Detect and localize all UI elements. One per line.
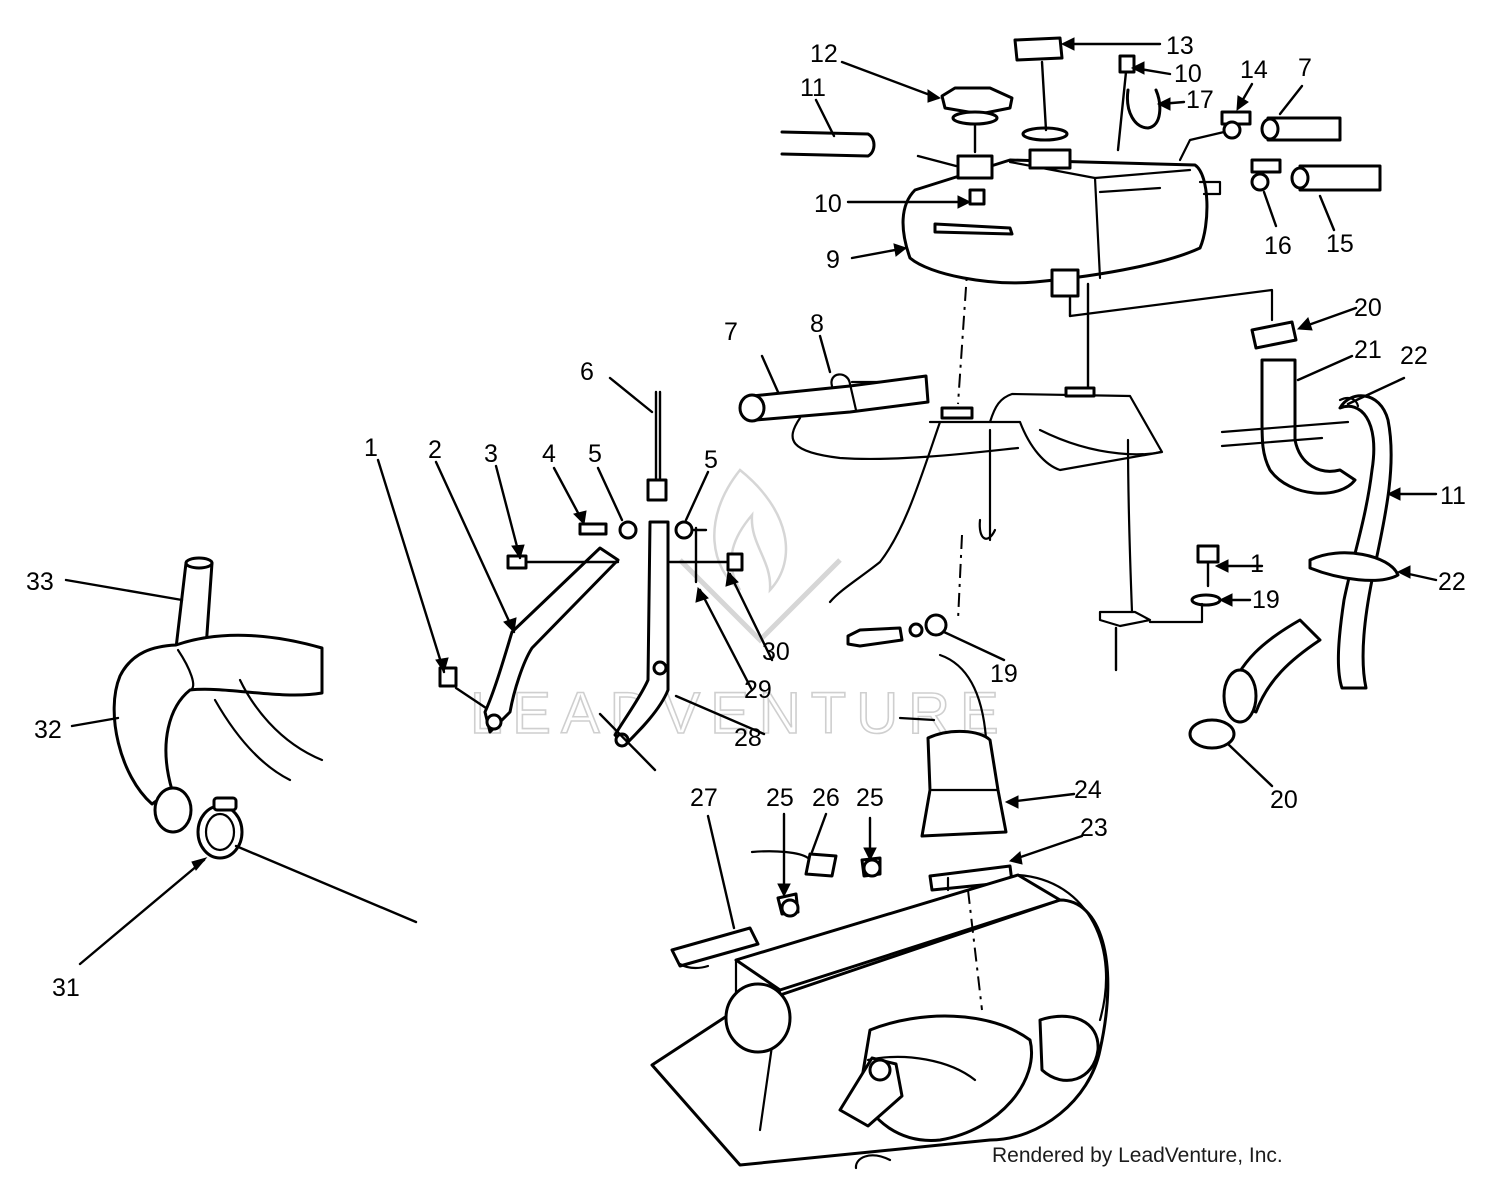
mount-bolt-center xyxy=(846,534,963,648)
hose-11-upper xyxy=(780,130,876,158)
callout-4: 4 xyxy=(542,440,556,468)
callout-6: 6 xyxy=(580,358,594,386)
callout-numbers: 1 1 2 3 4 5 5 6 7 7 8 9 10 10 11 11 12 1… xyxy=(26,32,1466,1002)
hose-assembly-32-33 xyxy=(112,556,418,924)
callout-20b: 20 xyxy=(1270,786,1298,814)
bracket-assembly xyxy=(438,390,744,772)
callout-13: 13 xyxy=(1166,32,1194,60)
callout-28: 28 xyxy=(734,724,762,752)
clamp-17 xyxy=(1125,88,1162,130)
callout-5b: 5 xyxy=(704,446,718,474)
callout-32: 32 xyxy=(34,716,62,744)
small-hoses-25-27 xyxy=(670,850,882,970)
callout-14: 14 xyxy=(1240,56,1268,84)
callout-27: 27 xyxy=(690,784,718,812)
callout-1b: 1 xyxy=(1250,550,1264,578)
watermark-text: LEADVENTURE xyxy=(470,681,1009,746)
callout-24: 24 xyxy=(1074,776,1102,804)
callout-12: 12 xyxy=(810,40,838,68)
oil-tank-frame xyxy=(791,257,1164,628)
callout-29: 29 xyxy=(744,676,772,704)
callout-10a: 10 xyxy=(1174,60,1202,88)
callout-22a: 22 xyxy=(1400,342,1428,370)
tube-7-clamp-8 xyxy=(738,373,930,423)
callout-11b: 11 xyxy=(1440,482,1466,510)
callout-5a: 5 xyxy=(588,440,602,468)
callout-30: 30 xyxy=(762,638,790,666)
callout-7b: 7 xyxy=(1298,54,1312,82)
render-credit: Rendered by LeadVenture, Inc. xyxy=(992,1144,1283,1167)
callout-11a: 11 xyxy=(800,74,826,102)
callout-26: 26 xyxy=(812,784,840,812)
leader-lines xyxy=(64,37,1438,966)
callout-19a: 19 xyxy=(1252,586,1280,614)
filler-caps xyxy=(916,36,1069,168)
callout-17: 17 xyxy=(1186,86,1214,114)
callout-9: 9 xyxy=(826,246,840,274)
leadventure-watermark: LEADVENTURE xyxy=(469,468,1009,747)
callout-25b: 25 xyxy=(856,784,884,812)
callout-22b: 22 xyxy=(1438,568,1466,596)
callout-15: 15 xyxy=(1326,230,1354,258)
callout-7a: 7 xyxy=(724,318,738,346)
callout-8: 8 xyxy=(810,310,824,338)
callout-23: 23 xyxy=(1080,814,1108,842)
callout-10b: 10 xyxy=(814,190,842,218)
callout-31: 31 xyxy=(52,974,80,1002)
callout-33: 33 xyxy=(26,568,54,596)
callout-2: 2 xyxy=(428,436,442,464)
callout-3: 3 xyxy=(484,440,498,468)
callout-20a: 20 xyxy=(1354,294,1382,322)
tank-fittings xyxy=(1178,110,1382,192)
callout-21: 21 xyxy=(1354,336,1382,364)
right-hose-assembly xyxy=(1188,320,1400,750)
bolts-10 xyxy=(968,54,1136,206)
callout-19b: 19 xyxy=(990,660,1018,688)
engine-block xyxy=(650,873,1110,1170)
callout-1a: 1 xyxy=(364,434,378,462)
callout-25a: 25 xyxy=(766,784,794,812)
callout-16: 16 xyxy=(1264,232,1292,260)
